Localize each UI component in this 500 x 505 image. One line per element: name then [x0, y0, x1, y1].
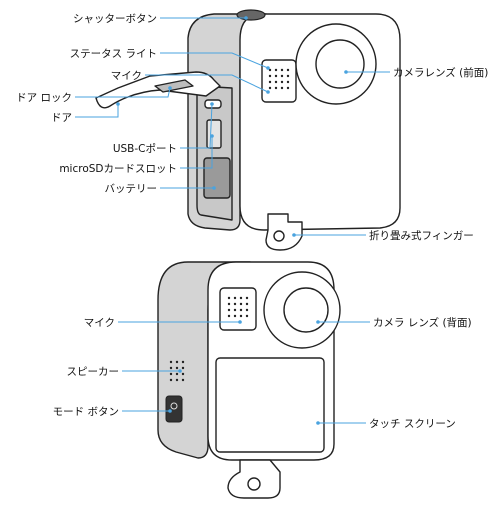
label-front-lens: カメラレンズ (前面)	[393, 66, 488, 79]
mic-grille-back	[219, 287, 257, 331]
mic-grille-top	[261, 59, 297, 103]
label-touch-screen: タッチ スクリーン	[369, 418, 456, 430]
touch-screen-shape	[215, 357, 325, 453]
mic-grille-top-dots	[268, 68, 290, 90]
top-camera	[95, 9, 401, 251]
label-status-light: ステータス ライト	[70, 48, 157, 60]
label-door: ドア	[51, 112, 72, 124]
label-speaker: スピーカー	[67, 366, 120, 378]
label-usbc-port: USB-Cポート	[113, 143, 177, 155]
folding-fingers-top	[265, 213, 303, 251]
door-flap	[95, 71, 221, 109]
label-folding-fingers: 折り畳み式フィンガー	[369, 229, 474, 242]
label-door-lock: ドア ロック	[16, 92, 72, 104]
label-mode-button: モード ボタン	[53, 406, 119, 418]
bottom-camera	[157, 261, 341, 499]
mode-button-icon	[170, 402, 178, 410]
front-lens-inner	[315, 39, 365, 89]
label-mic-back: マイク	[84, 317, 115, 329]
label-mic-top: マイク	[111, 70, 142, 82]
label-rear-lens: カメラ レンズ (背面)	[373, 316, 472, 329]
label-battery: バッテリー	[105, 183, 158, 195]
label-shutter-button: シャッターボタン	[73, 13, 157, 25]
rear-lens-inner	[283, 287, 329, 333]
leader-lines	[75, 16, 390, 425]
labels: シャッターボタン ステータス ライト マイク ドア ロック ドア USB-Cポー…	[16, 13, 488, 430]
sd-slot-shape	[206, 119, 222, 149]
folding-fingers-top-hole	[273, 230, 285, 242]
door-lock-shape	[154, 79, 194, 93]
speaker-grille	[169, 360, 185, 382]
folding-fingers-bottom-hole	[247, 477, 261, 491]
battery-shape	[203, 157, 231, 199]
mic-grille-back-dots	[227, 296, 249, 318]
label-microsd-slot: microSDカードスロット	[59, 163, 177, 175]
